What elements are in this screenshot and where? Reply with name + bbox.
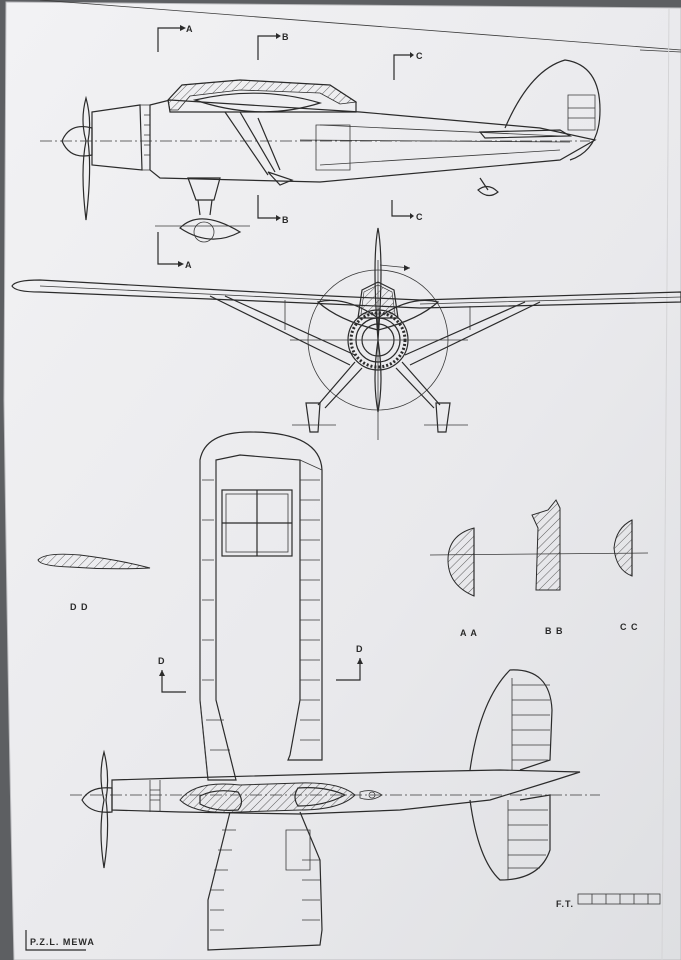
side-tail-fin — [504, 59, 601, 161]
svg-text:C: C — [416, 212, 424, 222]
svg-text:B: B — [282, 32, 290, 42]
section-marker-c-bottom: C — [391, 200, 424, 222]
paper-page — [3, 1, 681, 960]
svg-text:A: A — [186, 24, 194, 34]
side-fuselage — [149, 99, 597, 183]
title-box: P.Z.L. MEWA — [25, 930, 95, 951]
section-marker-a-top: A — [157, 24, 194, 52]
author-initials: F.T. — [556, 899, 574, 909]
plan-view: D D — [70, 431, 600, 951]
front-right-wheel — [435, 402, 451, 433]
section-marker-d-left: D — [158, 656, 186, 693]
drawing-frame — [39, 0, 681, 53]
svg-text:D: D — [356, 644, 364, 654]
front-wing — [11, 279, 681, 309]
scale-bar: F.T. — [556, 893, 661, 909]
section-marker-b-bottom: B — [257, 195, 290, 225]
section-marker-c-top: C — [393, 51, 424, 80]
side-wheel-fairing — [179, 218, 242, 240]
svg-text:B: B — [282, 215, 290, 225]
side-landing-gear — [187, 177, 221, 201]
section-cc — [613, 519, 633, 577]
drawing-title: P.Z.L. MEWA — [30, 937, 95, 947]
plan-tail-lower — [469, 794, 551, 881]
side-wing — [192, 92, 323, 113]
section-aa — [447, 527, 475, 597]
airfoil-section-dd: D D — [37, 553, 151, 612]
label-dd: D D — [70, 602, 89, 612]
plan-wing-upper — [199, 431, 323, 781]
label-bb: B B — [545, 626, 564, 636]
svg-text:D: D — [158, 656, 166, 666]
frame-right — [661, 7, 670, 960]
front-view — [11, 227, 681, 440]
front-left-wheel — [305, 402, 321, 433]
section-bb — [531, 499, 561, 591]
svg-text:A: A — [185, 260, 193, 270]
section-marker-d-right: D — [336, 644, 364, 681]
side-view: A B C B C A — [40, 24, 601, 270]
section-marker-a-bottom: A — [157, 232, 193, 270]
plan-fuselage — [111, 769, 581, 815]
section-marker-b-top: B — [257, 32, 290, 60]
label-aa: A A — [460, 628, 478, 638]
svg-text:C: C — [416, 51, 424, 61]
plan-tail-upper — [469, 669, 553, 771]
side-propeller — [82, 95, 91, 221]
label-cc: C C — [620, 622, 639, 632]
fuselage-sections: A A B B C C — [429, 499, 649, 638]
